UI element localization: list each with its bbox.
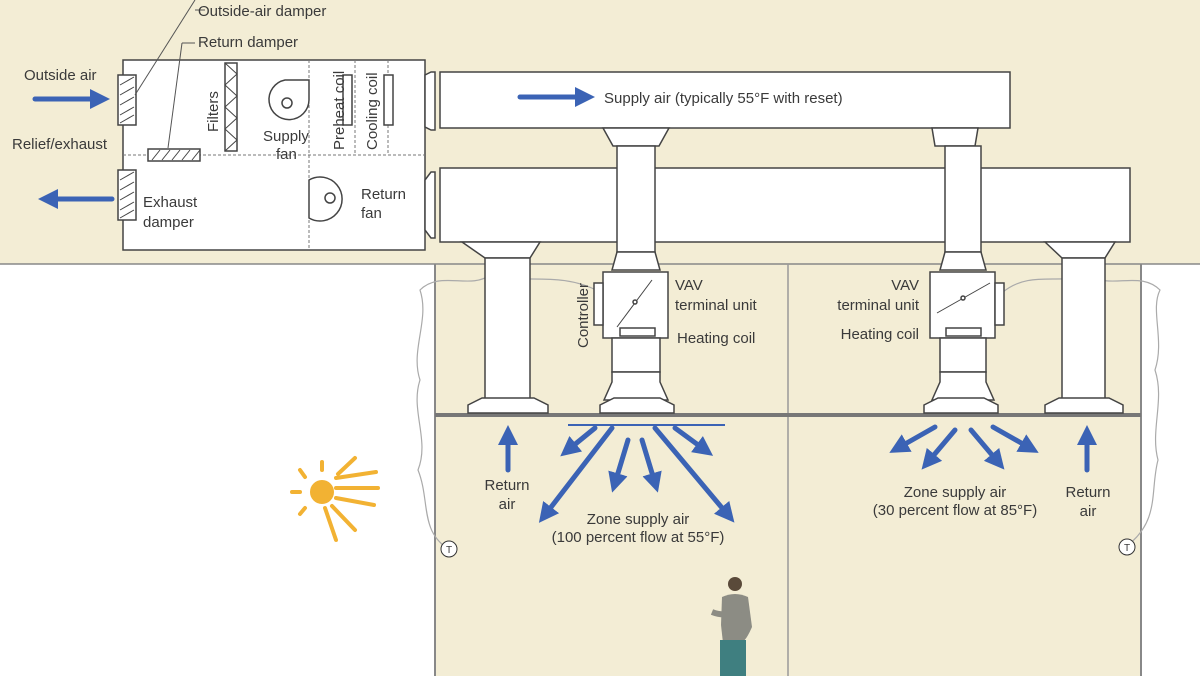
label-outside-air: Outside air [24, 67, 97, 84]
air-handling-unit [117, 0, 426, 251]
label-vav-2b: terminal unit [837, 297, 920, 314]
preheat-coil [342, 74, 353, 126]
label-relief-exhaust: Relief/exhaust [12, 136, 108, 153]
svg-text:T: T [446, 545, 452, 556]
label-heating-coil-1: Heating coil [677, 330, 755, 347]
label-vav-1b: terminal unit [675, 297, 758, 314]
controller [994, 282, 1005, 326]
thermostat-icon: T [1118, 538, 1136, 556]
label-supply-fan-2: fan [276, 146, 297, 163]
label-zone-supply-1: Zone supply air [587, 511, 690, 528]
sun-icon [290, 456, 380, 542]
return-duct [424, 167, 1131, 259]
occupant-figure [710, 577, 752, 676]
label-supply-fan: Supply [263, 128, 309, 145]
label-vav-2: VAV [891, 277, 919, 294]
label-return-fan: Return [361, 186, 406, 203]
label-zone-supply-2b: (30 percent flow at 85°F) [873, 502, 1037, 519]
label-filters: Filters [205, 91, 222, 132]
label-outside-air-damper: Outside-air damper [198, 3, 326, 20]
controller [593, 282, 604, 326]
label-vav-1: VAV [675, 277, 703, 294]
label-exhaust-damper-2: damper [143, 214, 194, 231]
return-grille-1 [467, 257, 549, 414]
label-zone-supply-2: Zone supply air [904, 484, 1007, 501]
label-return-fan-2: fan [361, 205, 382, 222]
label-return-air-2: Return [1065, 484, 1110, 501]
zone-supply-arrows-1 [538, 425, 735, 523]
label-return-air-1b: air [499, 496, 516, 513]
label-return-air-1: Return [484, 477, 529, 494]
leader-return-damper [167, 42, 183, 149]
label-exhaust-damper: Exhaust [143, 194, 198, 211]
thermostat-icon: T [440, 540, 458, 558]
label-return-air-2b: air [1080, 503, 1097, 520]
label-zone-supply-1b: (100 percent flow at 55°F) [552, 529, 725, 546]
leader-outside-air-damper [134, 0, 196, 96]
label-controller: Controller [575, 283, 592, 348]
svg-text:T: T [1124, 543, 1130, 554]
return-damper [147, 148, 201, 162]
zone-supply-arrows-2 [889, 424, 1039, 470]
label-preheat-coil: Preheat coil [331, 71, 348, 150]
return-grille-2 [1044, 257, 1124, 414]
label-return-damper: Return damper [198, 34, 298, 51]
heating-coil [619, 327, 656, 337]
label-cooling-coil: Cooling coil [364, 72, 381, 150]
vav-unit-2 [923, 145, 1005, 414]
outside-air-damper [117, 74, 137, 126]
label-supply-air: Supply air (typically 55°F with reset) [604, 90, 843, 107]
exhaust-damper [117, 169, 137, 221]
label-heating-coil-2: Heating coil [841, 326, 919, 343]
supply-duct [424, 71, 1011, 147]
vav-unit-1 [593, 145, 675, 414]
cooling-coil [383, 74, 394, 126]
